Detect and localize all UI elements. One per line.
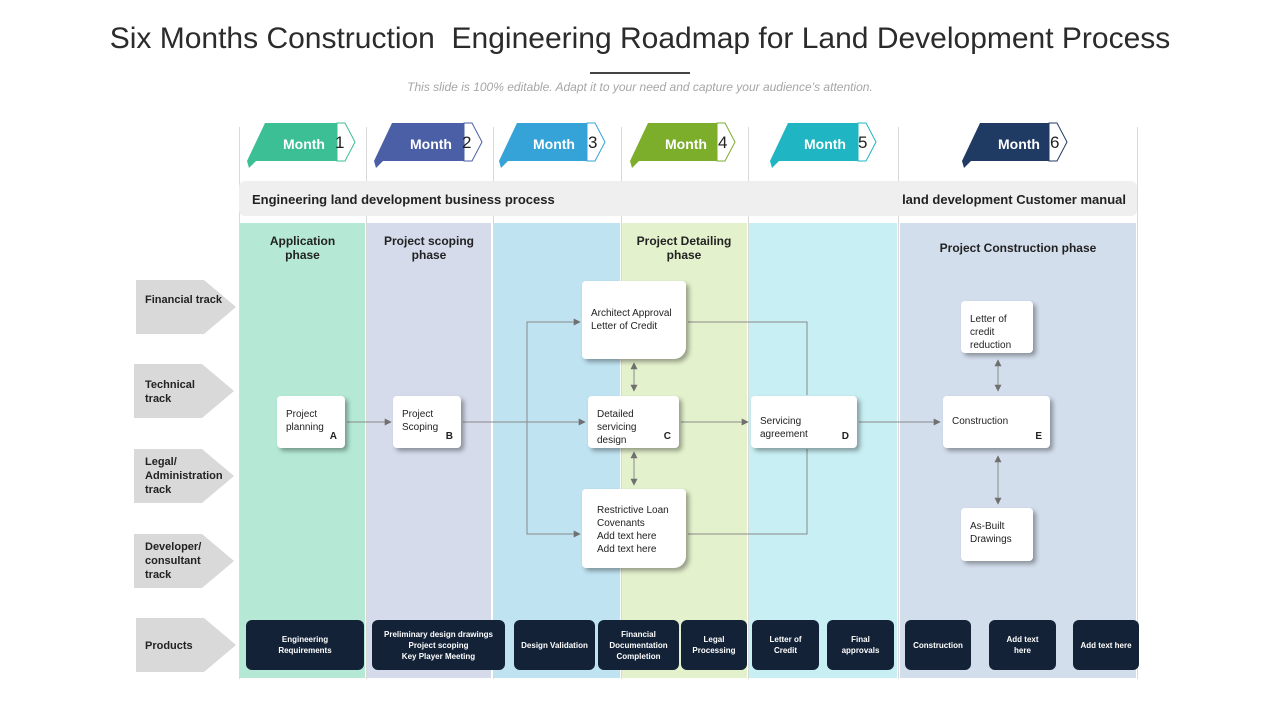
product-add-text-here: Add text here bbox=[1073, 620, 1139, 670]
phase-application: Application phase bbox=[269, 234, 336, 262]
node-text: Letter of credit reduction bbox=[970, 314, 1012, 351]
node-detailed-servicing: Detailed servicing design C bbox=[588, 396, 679, 448]
node-text: Architect Approval Letter of Credit bbox=[591, 308, 672, 332]
track-label-developer: Developer/ consultant track bbox=[145, 541, 202, 581]
product-legal-processing: Legal Processing bbox=[681, 620, 747, 670]
node-servicing-agreement: Servicing agreement D bbox=[751, 396, 857, 448]
node-letter: B bbox=[445, 431, 453, 442]
month-tag-1 bbox=[247, 122, 356, 168]
track-label-financial: Financial track bbox=[145, 294, 223, 306]
banner-left-text: Engineering land development business pr… bbox=[252, 192, 555, 207]
month-tag-5 bbox=[770, 122, 877, 168]
month-label: Month bbox=[283, 136, 325, 152]
column-month-2 bbox=[367, 223, 491, 678]
product-design-validation: Design Validation bbox=[514, 620, 595, 670]
month-label: Month bbox=[804, 136, 846, 152]
node-letter-credit-reduction: Letter of credit reduction bbox=[961, 301, 1033, 353]
node-text: Servicing agreement bbox=[760, 416, 808, 440]
product-construction: Construction bbox=[905, 620, 971, 670]
track-label-technical: Technical track bbox=[145, 379, 195, 405]
column-divider bbox=[493, 127, 494, 679]
banner-right-text: land development Customer manual bbox=[902, 192, 1126, 207]
column-month-5 bbox=[749, 223, 897, 678]
node-restrictive-loan: Restrictive Loan Covenants Add text here… bbox=[582, 489, 686, 568]
node-letter: E bbox=[1035, 431, 1042, 442]
product-letter-of-credit: Letter of Credit bbox=[752, 620, 819, 670]
track-arrow-financial bbox=[136, 280, 236, 334]
column-divider bbox=[1137, 127, 1138, 679]
month-tags bbox=[247, 122, 1068, 168]
track-arrow-technical bbox=[134, 364, 234, 418]
month-number: 3 bbox=[588, 133, 598, 152]
node-text: Project planning bbox=[286, 409, 324, 433]
node-as-built: As-Built Drawings bbox=[961, 508, 1033, 561]
month-number: 2 bbox=[462, 133, 472, 152]
node-text: As-Built Drawings bbox=[970, 521, 1012, 545]
node-text: Construction bbox=[952, 416, 1009, 427]
column-divider bbox=[748, 127, 749, 679]
month-tag-3 bbox=[499, 122, 606, 168]
product-preliminary-design: Preliminary design drawings Project scop… bbox=[372, 620, 505, 670]
node-project-scoping: Project Scoping B bbox=[393, 396, 461, 448]
node-text: Restrictive Loan Covenants Add text here… bbox=[597, 505, 669, 555]
month-label: Month bbox=[998, 136, 1040, 152]
product-financial-documentation: Financial Documentation Completion bbox=[598, 620, 679, 670]
month-number: 4 bbox=[718, 133, 728, 152]
node-text: Detailed servicing design bbox=[597, 409, 637, 446]
track-arrows bbox=[134, 280, 236, 672]
title-divider bbox=[590, 72, 690, 74]
product-final-approvals: Final approvals bbox=[827, 620, 894, 670]
node-construction: Construction E bbox=[943, 396, 1050, 448]
column-month-1 bbox=[240, 223, 365, 678]
month-label: Month bbox=[533, 136, 575, 152]
column-divider bbox=[239, 127, 240, 679]
month-label: Month bbox=[665, 136, 707, 152]
track-arrow-legal bbox=[134, 449, 234, 503]
month-number: 6 bbox=[1050, 133, 1060, 152]
track-arrow-developer bbox=[134, 534, 234, 588]
process-banner bbox=[239, 181, 1137, 216]
node-letter: A bbox=[329, 431, 337, 442]
column-divider bbox=[366, 127, 367, 679]
column-divider bbox=[898, 127, 899, 679]
month-tag-4 bbox=[630, 122, 736, 168]
track-label-products: Products bbox=[145, 640, 193, 652]
page-subtitle: This slide is 100% editable. Adapt it to… bbox=[407, 80, 873, 94]
month-tag-2 bbox=[374, 122, 483, 168]
node-project-planning: Project planning A bbox=[277, 396, 345, 448]
phase-construction: Project Construction phase bbox=[939, 241, 1097, 255]
node-letter: C bbox=[663, 431, 671, 442]
node-architect-approval: Architect Approval Letter of Credit bbox=[582, 281, 686, 359]
node-text: Project Scoping bbox=[402, 409, 439, 433]
phase-detailing: Project Detailing phase bbox=[636, 234, 732, 262]
product-engineering-requirements: Engineering Requirements bbox=[246, 620, 364, 670]
phase-scoping: Project scoping phase bbox=[383, 234, 475, 262]
product-add-text: Add text here bbox=[989, 620, 1056, 670]
node-letter: D bbox=[841, 431, 849, 442]
month-number: 5 bbox=[858, 133, 868, 152]
month-label: Month bbox=[410, 136, 452, 152]
month-tag-6 bbox=[962, 122, 1068, 168]
track-arrow-products bbox=[136, 618, 236, 672]
column-month-6 bbox=[900, 223, 1136, 678]
page-title: Six Months Construction Engineering Road… bbox=[109, 22, 1171, 55]
track-label-legal: Legal/ Administration track bbox=[145, 456, 223, 496]
month-number: 1 bbox=[335, 133, 345, 152]
